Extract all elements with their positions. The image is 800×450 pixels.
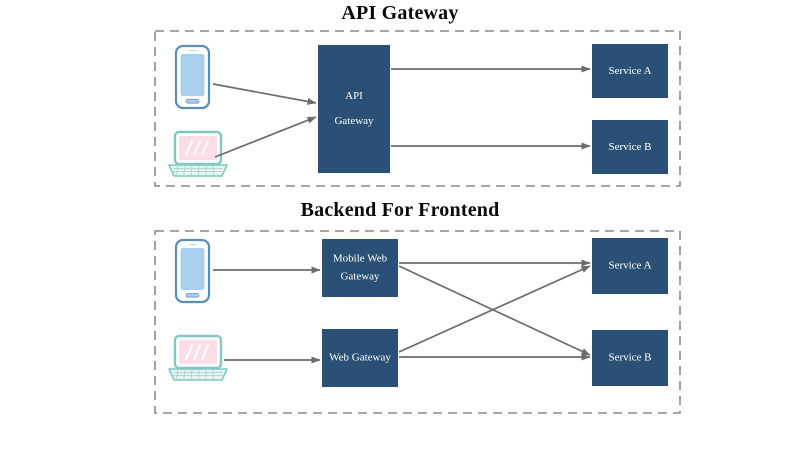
service-a-label-top: Service A	[608, 65, 651, 77]
mobile-web-gateway-label-line1: Mobile Web	[333, 253, 388, 265]
api-gateway-box[interactable]	[318, 45, 390, 173]
api-gateway-title: API Gateway	[341, 2, 459, 24]
mobile-web-gateway-box[interactable]	[322, 239, 398, 297]
arrow-laptop-to-api-gateway	[214, 116, 317, 158]
service-b-label-bottom: Service B	[608, 352, 651, 364]
service-a-box-bottom[interactable]	[592, 238, 668, 294]
web-gateway-box[interactable]	[322, 329, 398, 387]
arrow-web-gateway-to-service-a	[398, 265, 591, 353]
service-a-label-bottom: Service A	[608, 260, 651, 272]
laptop-icon	[168, 130, 228, 177]
backend-for-frontend-title: Backend For Frontend	[300, 199, 500, 221]
service-b-box-bottom[interactable]	[592, 330, 668, 386]
service-a-box-top[interactable]	[592, 44, 668, 98]
backend-for-frontend-diagram: Mobile Web Gateway Web Gateway Service A…	[154, 230, 681, 414]
phone-icon	[174, 44, 211, 110]
api-gateway-box-label-line2: Gateway	[334, 115, 374, 127]
service-b-label-top: Service B	[608, 141, 651, 153]
laptop-icon	[168, 334, 228, 381]
api-gateway-dashed-container	[154, 30, 681, 187]
mobile-web-gateway-label-line2: Gateway	[340, 271, 380, 283]
arrow-mobile-web-gateway-to-service-b	[398, 265, 591, 356]
bff-dashed-container	[154, 230, 681, 414]
arrow-phone-to-api-gateway	[212, 83, 317, 105]
service-b-box-top[interactable]	[592, 120, 668, 174]
web-gateway-label: Web Gateway	[329, 352, 391, 364]
api-gateway-diagram: API Gateway Service A Service B	[154, 30, 681, 187]
api-gateway-box-label-line1: API	[345, 90, 363, 102]
phone-icon	[174, 238, 211, 304]
